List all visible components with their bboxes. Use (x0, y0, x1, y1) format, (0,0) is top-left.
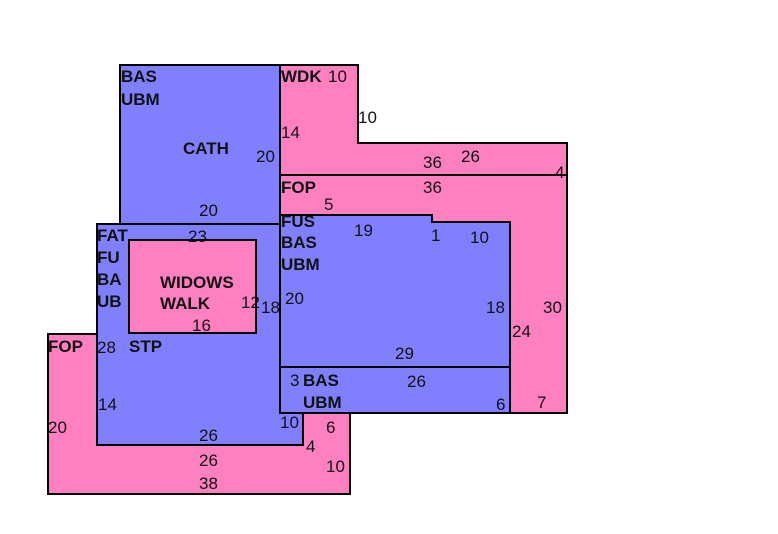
dimension-label: 1 (431, 226, 440, 245)
label-bas-lower: BAS (303, 371, 339, 390)
dimension-label: 10 (358, 108, 377, 127)
label-bas: BAS (121, 67, 157, 86)
dimension-label: 18 (261, 298, 280, 317)
dimension-label: 36 (423, 153, 442, 172)
label-bas-mid: BAS (281, 233, 317, 252)
dimension-label: 26 (199, 426, 218, 445)
label-fus: FUS (281, 212, 315, 231)
dimension-label: 6 (496, 395, 505, 414)
label-fu: FU (97, 248, 120, 267)
dimension-label: 30 (543, 298, 562, 317)
label-fat: FAT (97, 226, 128, 245)
dimension-label: 20 (48, 418, 67, 437)
dimension-label: 10 (470, 228, 489, 247)
label-widows: WIDOWS (160, 273, 234, 292)
dimension-label: 14 (281, 123, 300, 142)
bas-ubm-lower-area (279, 366, 511, 414)
dimension-label: 20 (199, 201, 218, 220)
label-ubm-mid: UBM (281, 255, 320, 274)
label-ubm-lower: UBM (303, 393, 342, 412)
fus-bas-area (279, 214, 511, 368)
label-ub: UB (97, 292, 122, 311)
label-cath: CATH (183, 139, 229, 158)
dimension-label: 28 (97, 338, 116, 357)
label-fop-left: FOP (48, 337, 83, 356)
dimension-label: 10 (328, 67, 347, 86)
dimension-label: 10 (326, 457, 345, 476)
dimension-label: 26 (199, 451, 218, 470)
widows-walk-area (128, 239, 257, 334)
label-ubm: UBM (121, 90, 160, 109)
dimension-label: 20 (285, 289, 304, 308)
dimension-label: 20 (256, 147, 275, 166)
dimension-label: 26 (461, 147, 480, 166)
dimension-label: 10 (280, 413, 299, 432)
label-stp: STP (129, 337, 162, 356)
dimension-label: 24 (512, 322, 531, 341)
dimension-label: 4 (555, 163, 564, 182)
dimension-label: 12 (241, 293, 260, 312)
dimension-label: 26 (407, 372, 426, 391)
dimension-label: 7 (537, 393, 546, 412)
dimension-label: 4 (306, 437, 315, 456)
label-ba: BA (97, 270, 122, 289)
dimension-label: 16 (192, 316, 211, 335)
dimension-label: 29 (395, 344, 414, 363)
dimension-label: 3 (290, 371, 299, 390)
label-wdk: WDK (281, 67, 322, 86)
dimension-label: 18 (486, 298, 505, 317)
dimension-label: 5 (324, 195, 333, 214)
dimension-label: 19 (354, 221, 373, 240)
dimension-label: 6 (326, 418, 335, 437)
label-fop-right: FOP (281, 178, 316, 197)
dimension-label: 38 (199, 474, 218, 493)
cath-bas-area (119, 64, 281, 225)
dimension-label: 14 (98, 395, 117, 414)
dimension-label: 23 (188, 227, 207, 246)
dimension-label: 36 (423, 178, 442, 197)
label-walk: WALK (160, 294, 211, 313)
